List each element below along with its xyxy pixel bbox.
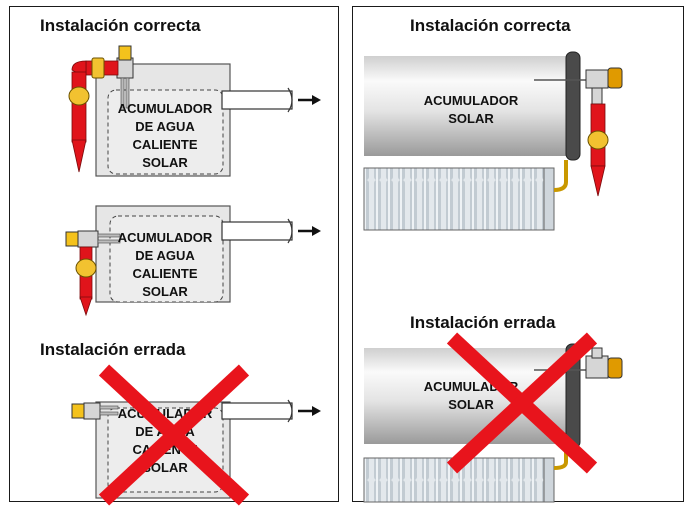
heading-left-wrong: Instalación errada — [40, 340, 186, 359]
tank-3-label: ACUMULADOR DE AGUA CALIENTE SOLAR — [113, 405, 217, 477]
tank-2-label: ACUMULADOR DE AGUA CALIENTE SOLAR — [113, 229, 217, 301]
tank-3-line-4: SOLAR — [142, 460, 188, 475]
cylinder-2-line-2: SOLAR — [448, 397, 494, 412]
heading-left-correct: Instalación correcta — [40, 16, 201, 35]
tank-1 — [68, 45, 321, 177]
cylinder-1-line-1: ACUMULADOR — [423, 93, 519, 108]
tank-1-label: ACUMULADOR DE AGUA CALIENTE SOLAR — [113, 100, 217, 172]
tank-2-line-1: ACUMULADOR — [117, 230, 213, 245]
cylinder-2 — [363, 343, 623, 503]
tank-1-line-3: CALIENTE — [132, 137, 198, 152]
heading-right-correct: Instalación correcta — [410, 16, 571, 35]
tank-3-line-2: DE AGUA — [135, 424, 195, 439]
cylinder-1-label: ACUMULADOR SOLAR — [416, 92, 526, 128]
tank-2-line-2: DE AGUA — [135, 248, 195, 263]
cylinder-1 — [363, 51, 623, 231]
tank-3-line-3: CALIENTE — [132, 442, 198, 457]
cylinder-2-line-1: ACUMULADOR — [423, 379, 519, 394]
tank-1-line-4: SOLAR — [142, 155, 188, 170]
heading-right-wrong: Instalación errada — [410, 313, 556, 332]
tank-1-line-1: ACUMULADOR — [117, 101, 213, 116]
cylinder-2-label: ACUMULADOR SOLAR — [416, 378, 526, 414]
tank-2-line-4: SOLAR — [142, 284, 188, 299]
tank-3-line-1: ACUMULADOR — [117, 406, 213, 421]
tank-2-line-3: CALIENTE — [132, 266, 198, 281]
cylinder-1-line-2: SOLAR — [448, 111, 494, 126]
tank-1-line-2: DE AGUA — [135, 119, 195, 134]
tank-2 — [65, 205, 321, 317]
